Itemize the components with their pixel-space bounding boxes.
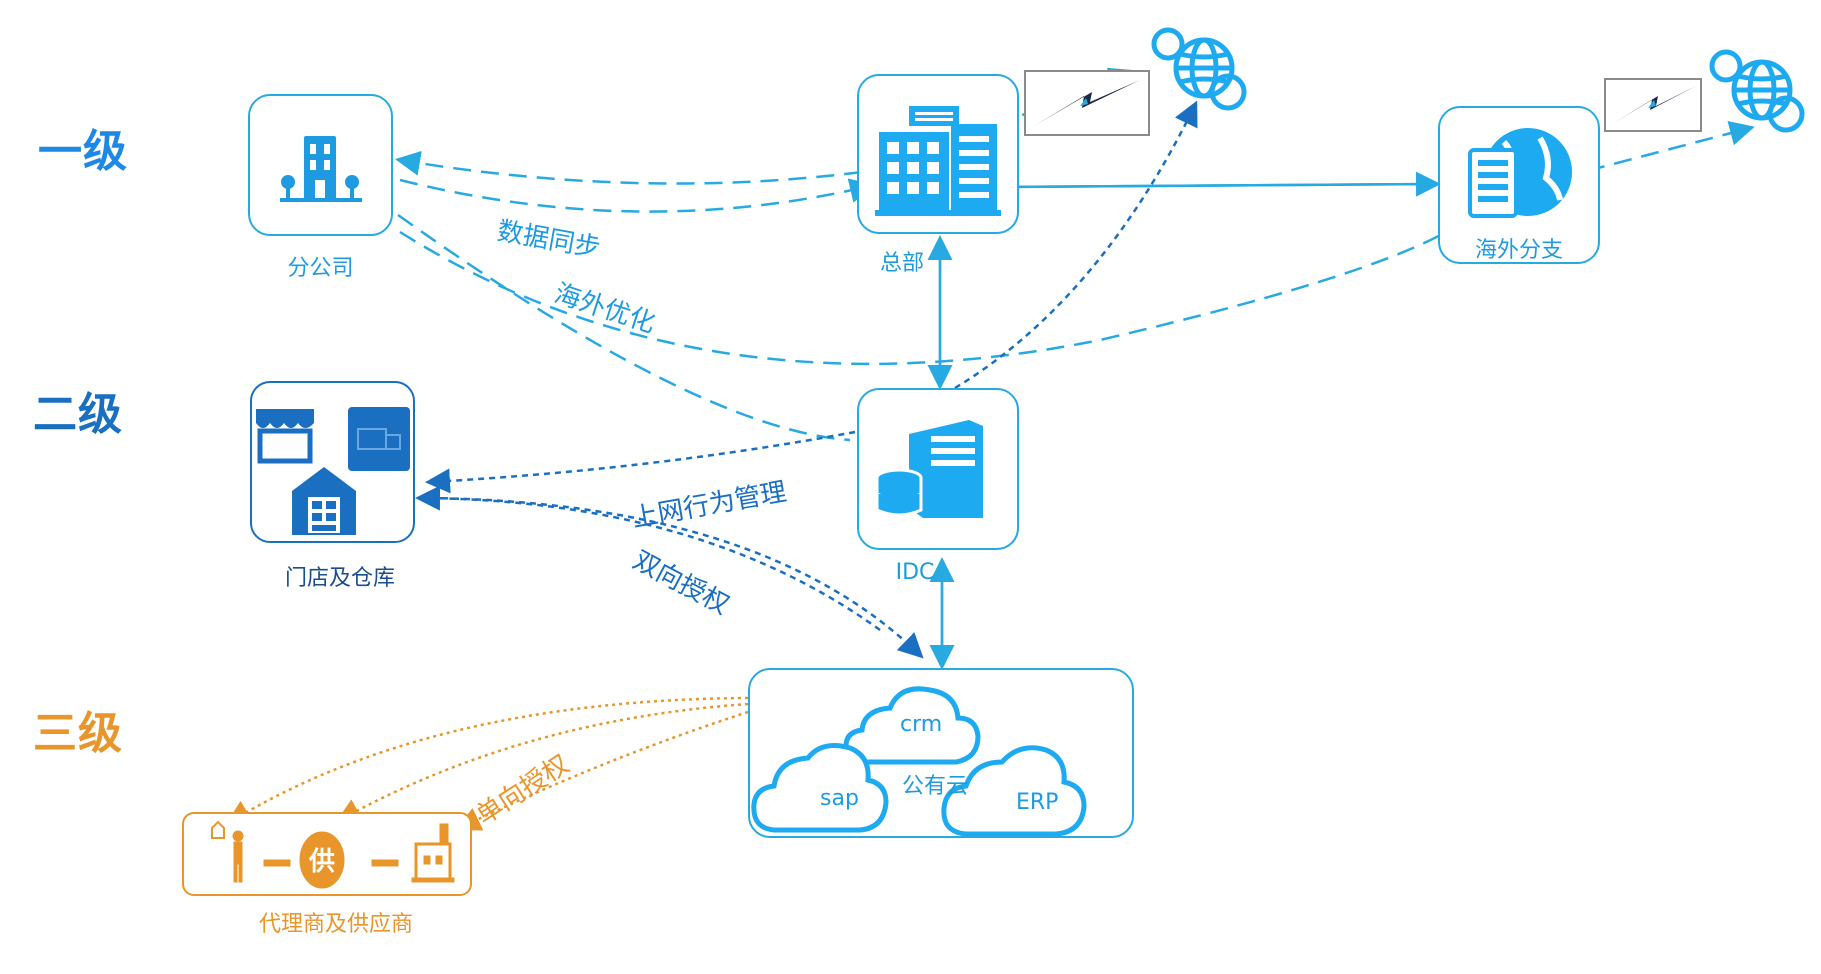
unidirectional-auth-line-2 — [335, 702, 749, 823]
stores-warehouse-icons — [256, 407, 410, 535]
internet-mgmt-line — [425, 430, 856, 494]
warehouse-icon — [292, 467, 356, 535]
level-2-label: 二级 — [33, 389, 123, 440]
hq-wan-link-icon — [1024, 70, 1150, 136]
overseas-opt-line-2 — [399, 214, 1472, 366]
overseas-branch-label: 海外分支 — [1474, 238, 1563, 263]
overseas-internet-users-icon — [1709, 49, 1805, 133]
cloud-icons — [751, 686, 1087, 837]
unidirectional-auth-line-3 — [455, 710, 749, 831]
level-1-label: 一级 — [38, 126, 128, 177]
hq-building-icon — [875, 106, 1001, 216]
data-sync-line-1 — [395, 150, 863, 185]
agents-suppliers-label: 代理商及供应商 — [258, 912, 413, 937]
agent-person-icon — [211, 820, 244, 883]
crm-cloud-icon — [843, 686, 981, 765]
dash-2 — [371, 859, 399, 867]
svg-text:供: 供 — [308, 847, 335, 877]
supplier-badge-icon — [299, 831, 345, 889]
stores-warehouse-node[interactable] — [250, 381, 415, 543]
overseas-opt-line-1 — [397, 213, 851, 442]
internet-users-icon — [1151, 27, 1247, 111]
unidirectional-auth-line-1 — [225, 696, 749, 825]
stores-warehouse-label: 门店及仓库 — [284, 566, 395, 591]
erp-label: ERP — [1016, 790, 1059, 815]
agents-suppliers-node[interactable]: 供 — [182, 812, 472, 896]
truck-icon — [348, 407, 410, 471]
branch-building-icon — [280, 136, 362, 202]
bidirectional-auth-line — [419, 496, 924, 659]
overseas-branch-node[interactable]: 海外分支 — [1438, 106, 1600, 264]
public-cloud-label: 公有云 — [902, 774, 969, 799]
idc-node[interactable] — [857, 388, 1019, 550]
branch-office-label: 分公司 — [287, 256, 354, 281]
agents-suppliers-icons: 供 — [211, 820, 455, 889]
factory-icon — [411, 823, 455, 883]
sap-cloud-icon — [751, 743, 889, 833]
branch-office-node[interactable] — [248, 94, 393, 236]
public-cloud-node[interactable]: crm sap ERP 公有云 — [748, 668, 1134, 838]
hq-label: 总部 — [879, 251, 924, 276]
store-icon — [256, 409, 314, 464]
idc-internet-link — [954, 100, 1198, 390]
erp-cloud-icon — [941, 745, 1087, 837]
crm-label: crm — [900, 712, 943, 737]
idc-label: IDC — [895, 560, 935, 585]
idc-server-icon — [875, 420, 983, 518]
overseas-server-globe-icon — [1468, 128, 1572, 218]
hq-node[interactable] — [857, 74, 1019, 234]
overseas-wan-link-icon — [1604, 78, 1702, 132]
sap-label: sap — [820, 786, 859, 811]
data-sync-line-2 — [399, 178, 875, 213]
level-3-label: 三级 — [33, 708, 123, 759]
dash-1 — [263, 859, 291, 867]
